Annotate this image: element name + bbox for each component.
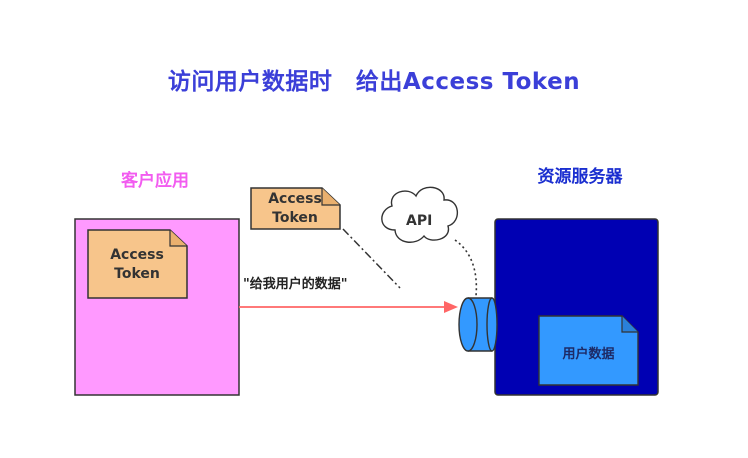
token-connector-line [342, 228, 401, 289]
client-token-line1: Access [110, 247, 164, 263]
floating-token-note [250, 187, 341, 230]
client-token-line2: Token [114, 266, 160, 282]
request-arrow-head [444, 301, 458, 313]
floating-token-text: Access Token [251, 190, 339, 228]
api-dotted-connector [454, 239, 478, 297]
page-title: 访问用户数据时 给出Access Token [167, 69, 581, 95]
floating-token-note-fold [321, 188, 340, 206]
client-token-text: Access Token [90, 246, 184, 284]
user-data-label: 用户数据 [562, 347, 615, 362]
resource-server-label: 资源服务器 [537, 167, 623, 187]
api-label: API [406, 213, 433, 229]
request-label: "给我用户的数据" [243, 277, 348, 292]
floating-token-line2: Token [272, 210, 318, 226]
user-data-note-fold [621, 316, 638, 333]
client-app-label: 客户应用 [121, 171, 189, 191]
client-token-note-fold [169, 230, 187, 247]
user-data-note [538, 315, 639, 386]
client-token-note [87, 229, 188, 299]
api-cloud [381, 186, 458, 243]
api-interface-cylinder [458, 297, 498, 352]
floating-token-line1: Access [268, 191, 322, 207]
